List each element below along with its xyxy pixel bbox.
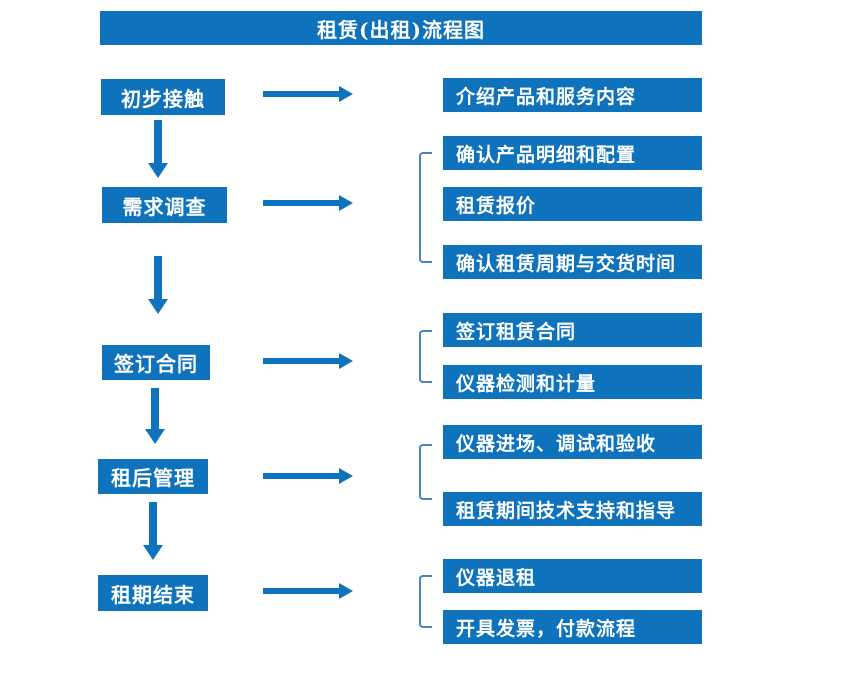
bracket-connector-rental-end [419,575,432,628]
arrow-down-icon [148,256,168,314]
flowchart-title: 租赁(出租)流程图 [317,17,485,42]
detail-box-confirm-period-delivery: 确认租赁周期与交货时间 [443,245,702,279]
detail-box-instrument-return: 仪器退租 [443,559,702,593]
detail-label: 确认租赁周期与交货时间 [456,252,677,275]
arrow-right-icon [263,468,353,484]
detail-label: 签订租赁合同 [456,320,577,343]
step-box-post-rental-management: 租后管理 [98,459,208,494]
bracket-connector-post-rental [419,444,432,500]
detail-label: 仪器检测和计量 [456,372,597,395]
arrow-down-icon [143,502,163,560]
flowchart-title-bar: 租赁(出租)流程图 [100,11,702,45]
arrow-right-icon [263,195,353,211]
detail-label: 开具发票，付款流程 [456,617,637,640]
arrow-down-icon [145,388,165,444]
detail-box-invoice-payment: 开具发票，付款流程 [443,610,702,644]
arrow-right-icon [263,86,353,102]
detail-label: 租赁报价 [456,194,537,217]
step-label: 初步接触 [121,86,205,111]
arrow-down-icon [148,120,168,178]
arrow-right-icon [263,583,353,599]
detail-label: 租赁期间技术支持和指导 [456,499,677,522]
detail-label: 介绍产品和服务内容 [456,85,637,108]
step-box-demand-survey: 需求调查 [102,187,227,223]
detail-box-rental-quote: 租赁报价 [443,187,702,221]
detail-label: 仪器进场、调试和验收 [456,432,657,455]
step-box-initial-contact: 初步接触 [101,79,225,115]
detail-label: 确认产品明细和配置 [456,143,637,166]
detail-label: 仪器退租 [456,566,537,589]
step-label: 签订合同 [114,352,198,376]
bracket-connector-sign-contract [419,330,432,383]
detail-box-instrument-entry-acceptance: 仪器进场、调试和验收 [443,425,702,459]
detail-box-confirm-product-config: 确认产品明细和配置 [443,136,702,170]
step-box-rental-end: 租期结束 [98,575,208,611]
detail-box-sign-rental-contract: 签订租赁合同 [443,313,702,347]
step-label: 租后管理 [111,466,195,490]
step-box-sign-contract: 签订合同 [102,345,210,380]
arrow-right-icon [263,353,353,369]
step-label: 需求调查 [122,194,207,219]
detail-box-introduce-products: 介绍产品和服务内容 [443,78,702,112]
detail-box-technical-support: 租赁期间技术支持和指导 [443,492,702,526]
detail-box-instrument-testing: 仪器检测和计量 [443,365,702,399]
step-label: 租期结束 [111,582,195,607]
bracket-connector-demand-survey [419,152,432,263]
